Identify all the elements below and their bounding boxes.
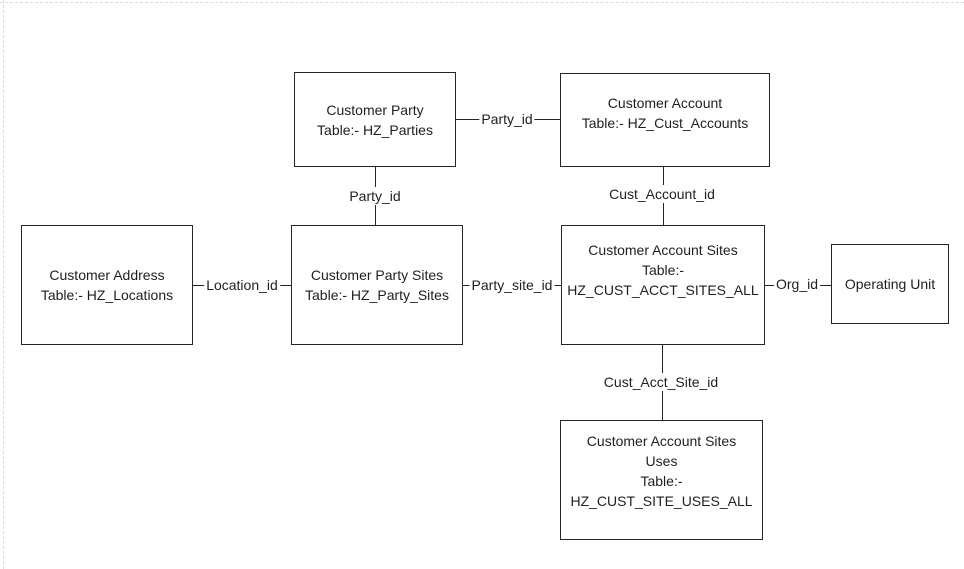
entity-name: Customer Party Sites — [310, 267, 444, 283]
entity-customer-party: Customer Party Table:- HZ_Parties — [294, 72, 456, 167]
entity-name: Customer Address — [49, 267, 165, 283]
entity-customer-address: Customer Address Table:- HZ_Locations — [21, 225, 193, 345]
entity-name: Operating Unit — [844, 276, 936, 292]
entity-table: Table:- HZ_Party_Sites — [305, 287, 449, 303]
page-edge-left — [3, 0, 4, 569]
entity-customer-party-sites: Customer Party Sites Table:- HZ_Party_Si… — [291, 225, 463, 345]
entity-table: HZ_CUST_ACCT_SITES_ALL — [567, 282, 759, 298]
entity-customer-account-sites-uses: Customer Account Sites Uses Table:- HZ_C… — [560, 420, 763, 540]
entity-table: Table:- HZ_Cust_Accounts — [581, 115, 749, 131]
page-edge-top — [0, 2, 964, 3]
connector-label-location-id: Location_id — [204, 276, 280, 294]
entity-table: Table:- HZ_Locations — [40, 287, 174, 303]
connector-label-party-id-horizontal: Party_id — [479, 110, 535, 128]
entity-customer-account: Customer Account Table:- HZ_Cust_Account… — [560, 73, 770, 167]
entity-operating-unit: Operating Unit — [831, 244, 949, 324]
entity-table-label: Table:- — [641, 262, 685, 278]
entity-name-line2: Uses — [645, 453, 678, 469]
connector-label-party-id-vertical: Party_id — [347, 187, 403, 205]
entity-name: Customer Party — [326, 101, 424, 118]
entity-name: Customer Account — [607, 95, 723, 111]
connector-label-party-site-id: Party_site_id — [469, 276, 555, 294]
connector-label-cust-account-id: Cust_Account_id — [607, 185, 717, 203]
connector-label-org-id: Org_id — [773, 275, 821, 293]
connector-label-cust-acct-site-id: Cust_Acct_Site_id — [601, 373, 721, 391]
entity-table-label: Table:- — [640, 473, 683, 489]
entity-table: HZ_CUST_SITE_USES_ALL — [570, 493, 753, 509]
entity-table: Table:- HZ_Parties — [317, 121, 433, 138]
entity-customer-account-sites: Customer Account Sites Table:- HZ_CUST_A… — [561, 225, 765, 345]
entity-name: Customer Account Sites — [586, 433, 737, 449]
entity-name: Customer Account Sites — [588, 242, 738, 258]
